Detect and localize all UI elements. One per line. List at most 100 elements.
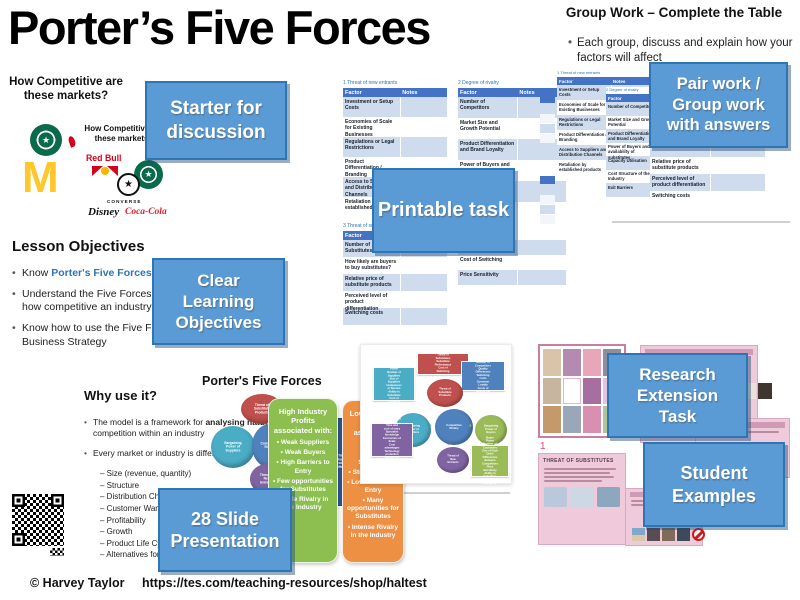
student-photo-strip [632,528,705,541]
no-entry-icon [692,528,705,541]
factor-cell: Retaliation by established products [345,198,396,212]
table-row: Number of Competitors [458,97,566,118]
threat-slide-title: THREAT OF SUBSTITUTES [543,458,614,464]
table-row: Price Sensitivity [458,270,566,285]
factor-cell: Regulations or Legal Restrictions [345,138,395,152]
table-caption: 1 Threat of new entrants [557,70,601,75]
porters-five-forces-link: Porter's Five Forces [51,267,152,279]
redbull-logo-icon: Red Bull [86,153,122,164]
factor-cell: Economies of Scale for Existing Business… [345,118,393,138]
converse-logo-icon: CONVERSE [107,199,142,204]
callout-starter: Starter for discussion [145,81,287,160]
table-caption: 1 Threat of new entrants [343,80,398,86]
factor-cell: Capacity Utilisation [608,157,647,163]
table-header-row: Factor Notes [458,88,566,97]
slide-number: 1 [540,441,546,452]
notes-cell [709,174,765,191]
callout-pair-work: Pair work / Group work with answers [649,62,788,148]
why-bullet: Every market or industry is different: [84,448,286,459]
substitutes-detail-box: Threat of Substitutes Substitute Perform… [417,353,469,375]
factor-header: Factor [345,232,362,239]
factor-cell: Cost of Switching [460,256,503,263]
factor-cell: Perceived level of product differentiati… [345,292,388,312]
text-line-placeholder [544,468,616,470]
group-work-bullet: Each group, discuss and explain how your… [566,36,796,66]
factor-cell: Product Differentiation / Branding [345,158,382,178]
slide-header-placeholder [645,349,753,355]
why-text: The model is a framework for [93,417,206,427]
factor-cell: Economies of Scale for Existing Business… [559,101,606,112]
notes-header: Notes [402,89,418,96]
arrow-icon: ♦ [469,423,472,429]
denim-shorts-images [539,484,625,510]
page-edge-fragment [540,95,555,225]
notes-cell [400,157,447,177]
factor-cell: Access to Suppliers and Distribution Cha… [559,146,608,157]
notes-cell [517,255,566,270]
mini-slide-title: How Competitive are these markets? [84,124,164,143]
objective-item: Know Porter's Five Forces [12,267,280,280]
table-header-row: Factor [606,94,660,102]
threat-of-substitutes-slide: THREAT OF SUBSTITUTES [538,453,626,545]
why-list-item: Growth [100,526,286,538]
suppliers-detail-box: Supplier Power Number of Suppliers Size … [373,365,415,403]
notes-cell [709,191,765,208]
table-row: Cost Structure of the Industry [606,169,660,183]
factor-cell: Number of Competitors [608,103,655,109]
factor-header: Factor [345,89,362,96]
flame-icon [67,135,77,148]
disney-logo-icon: Disney [88,206,120,218]
answers-page-rivalry: 2 Degree of rivalry Factor Number of Com… [606,87,660,197]
entrants-circle: Threat of New Entrants [437,447,469,473]
table-row: Exit Barriers [606,183,660,197]
factor-cell: Retaliation by established products [559,161,602,172]
buyers-circle: Bargaining Power of Buyers [475,415,507,445]
factor-header: Factor [608,95,622,101]
people-photo [647,528,660,541]
factor-cell: Number of Substitutes available [345,241,395,255]
factor-cell: Product Differentiation and Brand Loyalt… [608,130,654,141]
starbucks-logo-icon [30,124,62,156]
factor-cell: Relative price of substitute products [652,158,699,172]
suppliers-circle: Bargaining Power of Suppliers [211,426,255,468]
factor-cell: Market Size and Growth Potential [460,119,500,133]
arrow-icon: ♦ [447,441,450,447]
slide-divider [364,492,510,494]
notes-cell [517,118,566,139]
buyers-detail-box: Buyer Power Number of Customers Size of … [471,437,509,485]
callout-28-slides: 28 Slide Presentation [158,488,292,572]
high-profits-item: Weak Suppliers [272,439,334,447]
notes-cell [517,97,566,118]
why-list-item: Product Life Cycle [100,538,286,550]
table-row: Regulations or Legal Restrictions [343,137,447,157]
notes-cell [709,157,765,174]
table-row: Cost of Switching [458,255,566,270]
factor-cell: Number of Competitors [460,98,490,112]
notes-cell [400,257,447,274]
converse-star-icon [117,173,140,196]
factor-cell: Switching costs [345,309,384,316]
arrow-icon: ♦ [444,401,447,407]
high-profits-item: Few opportunities for Substitutes [272,478,334,494]
table-row: Relative price of substitute products [343,274,447,291]
notes-cell [517,240,566,255]
group-work-title: Group Work – Complete the Table [565,5,783,20]
why-list-item: Distribution Channels [100,491,286,503]
factor-cell: Investment or Setup Costs [559,86,600,97]
redbull-bulls-icon [92,166,118,176]
people-photo [677,528,690,541]
cocacola-logo-icon: Coca-Cola [125,207,167,217]
factor-cell: Product Differentiation / Branding [559,131,607,142]
beach-photo [632,528,645,541]
factor-cell: Switching costs [652,192,691,199]
callout-research-extension: Research Extension Task [607,353,748,438]
high-profits-item: Weak Buyers [272,449,334,457]
high-profits-item: Little Rivalry in the Industry [272,496,334,512]
table-row: Switching costs [343,308,447,325]
factor-header: Factor [559,78,573,84]
objective-text: Know [22,267,52,279]
table-row: How likely are buyers to buy substitutes… [343,257,447,274]
notes-cell [517,270,566,285]
notes-cell [400,137,447,157]
